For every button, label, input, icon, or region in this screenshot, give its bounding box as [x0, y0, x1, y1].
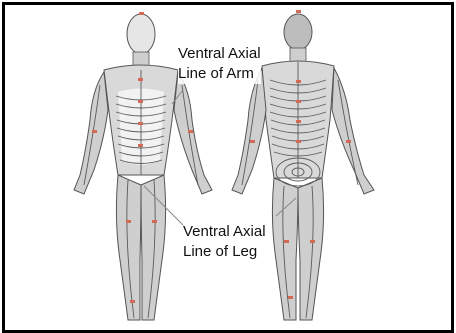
- leg-label-line2: Line of Leg: [183, 242, 266, 262]
- ventral-axial-line-leg-label: Ventral Axial Line of Leg: [183, 222, 266, 262]
- leg-label-line1: Ventral Axial: [183, 222, 266, 242]
- arm-label-line2: Line of Arm: [178, 64, 261, 84]
- arm-label-line1: Ventral Axial: [178, 44, 261, 64]
- ventral-axial-line-arm-label: Ventral Axial Line of Arm: [178, 44, 261, 84]
